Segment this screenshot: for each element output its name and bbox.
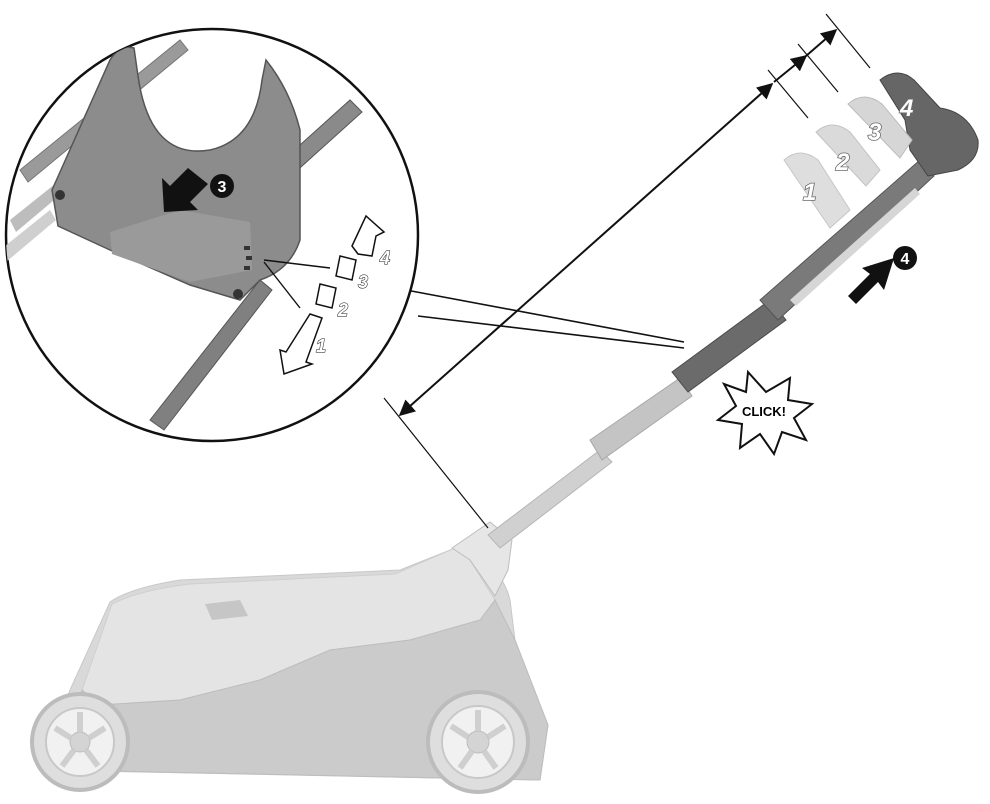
handle-lower-tube — [487, 449, 613, 549]
magnifier-connectors — [405, 289, 685, 349]
push-arrow — [848, 258, 894, 304]
click-burst — [715, 369, 815, 457]
scale-label-1: 1 — [316, 336, 326, 356]
handle-position-2-label: 2 — [835, 149, 850, 176]
detail-magnifier: 3 4 3 2 1 — [4, 27, 420, 443]
mower-vent — [205, 600, 248, 620]
handle-position-4-label: 4 — [899, 95, 913, 122]
step-arrow-2 — [805, 28, 838, 57]
front-wheel — [426, 690, 530, 794]
scale-label-4: 4 — [379, 248, 390, 268]
handle-grip-sleeve — [671, 299, 787, 393]
ghost-handle-3 — [847, 96, 913, 159]
lawnmower — [30, 521, 549, 794]
ghost-handle-2 — [815, 124, 881, 187]
scale-label-3: 3 — [358, 272, 368, 292]
handle-upper-tube — [759, 159, 935, 321]
rear-wheel — [30, 692, 130, 792]
handle-position-1-label: 1 — [803, 179, 816, 206]
mower-side-shade — [59, 599, 549, 781]
dimension-lines — [383, 13, 871, 529]
step-4-number: 4 — [901, 251, 910, 268]
handle-upper-tube-highlight — [790, 188, 920, 306]
step-3-number: 3 — [218, 179, 227, 196]
length-arrow — [398, 82, 774, 417]
handle-top-grip — [879, 72, 979, 177]
scale-label-2: 2 — [337, 300, 348, 320]
handle-position-3-label: 3 — [868, 119, 882, 146]
position-scale — [279, 214, 386, 376]
handle-middle-tube — [589, 377, 693, 461]
ghost-handle-1 — [783, 152, 851, 229]
step-arrow-1 — [773, 54, 808, 83]
step-4-badge — [893, 246, 917, 270]
lock-arrow — [162, 168, 208, 212]
telescopic-handle — [487, 72, 979, 549]
click-label: CLICK! — [742, 404, 786, 419]
step-3-badge — [210, 174, 234, 198]
